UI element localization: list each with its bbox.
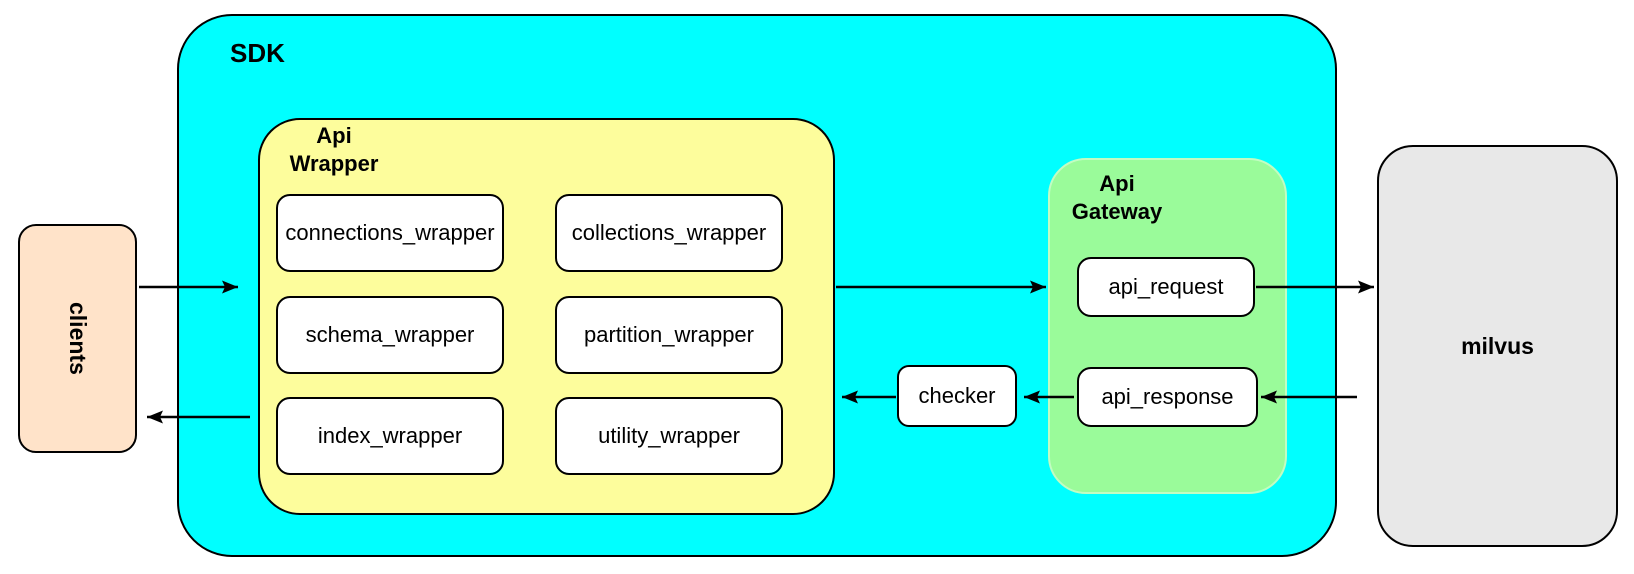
node-connections-wrapper: connections_wrapper bbox=[276, 194, 504, 272]
node-label: clients bbox=[65, 302, 91, 375]
node-label: checker bbox=[918, 383, 996, 408]
node-label: utility_wrapper bbox=[598, 423, 740, 448]
node-label: api_request bbox=[1108, 274, 1224, 299]
node-api-request: api_request bbox=[1077, 257, 1255, 317]
node-index-wrapper: index_wrapper bbox=[276, 397, 504, 475]
sdk-label: SDK bbox=[230, 38, 285, 68]
node-utility-wrapper: utility_wrapper bbox=[555, 397, 783, 475]
node-api-response: api_response bbox=[1077, 367, 1258, 427]
node-label: connections_wrapper bbox=[285, 220, 495, 245]
node-partition-wrapper: partition_wrapper bbox=[555, 296, 783, 374]
node-label: collections_wrapper bbox=[571, 220, 767, 245]
node-label: milvus bbox=[1461, 332, 1534, 359]
node-label: index_wrapper bbox=[317, 423, 463, 448]
node-milvus: milvus bbox=[1377, 145, 1618, 547]
node-label: api_response bbox=[1101, 384, 1234, 409]
api-wrapper-label: Api Wrapper bbox=[289, 123, 379, 176]
api-gateway-label: Api Gateway bbox=[1071, 171, 1163, 224]
node-clients: clients bbox=[18, 224, 137, 453]
node-collections-wrapper: collections_wrapper bbox=[555, 194, 783, 272]
node-checker: checker bbox=[897, 365, 1017, 427]
node-schema-wrapper: schema_wrapper bbox=[276, 296, 504, 374]
api-gateway-container bbox=[1048, 158, 1287, 494]
node-label: schema_wrapper bbox=[305, 322, 475, 347]
node-label: partition_wrapper bbox=[584, 322, 754, 347]
